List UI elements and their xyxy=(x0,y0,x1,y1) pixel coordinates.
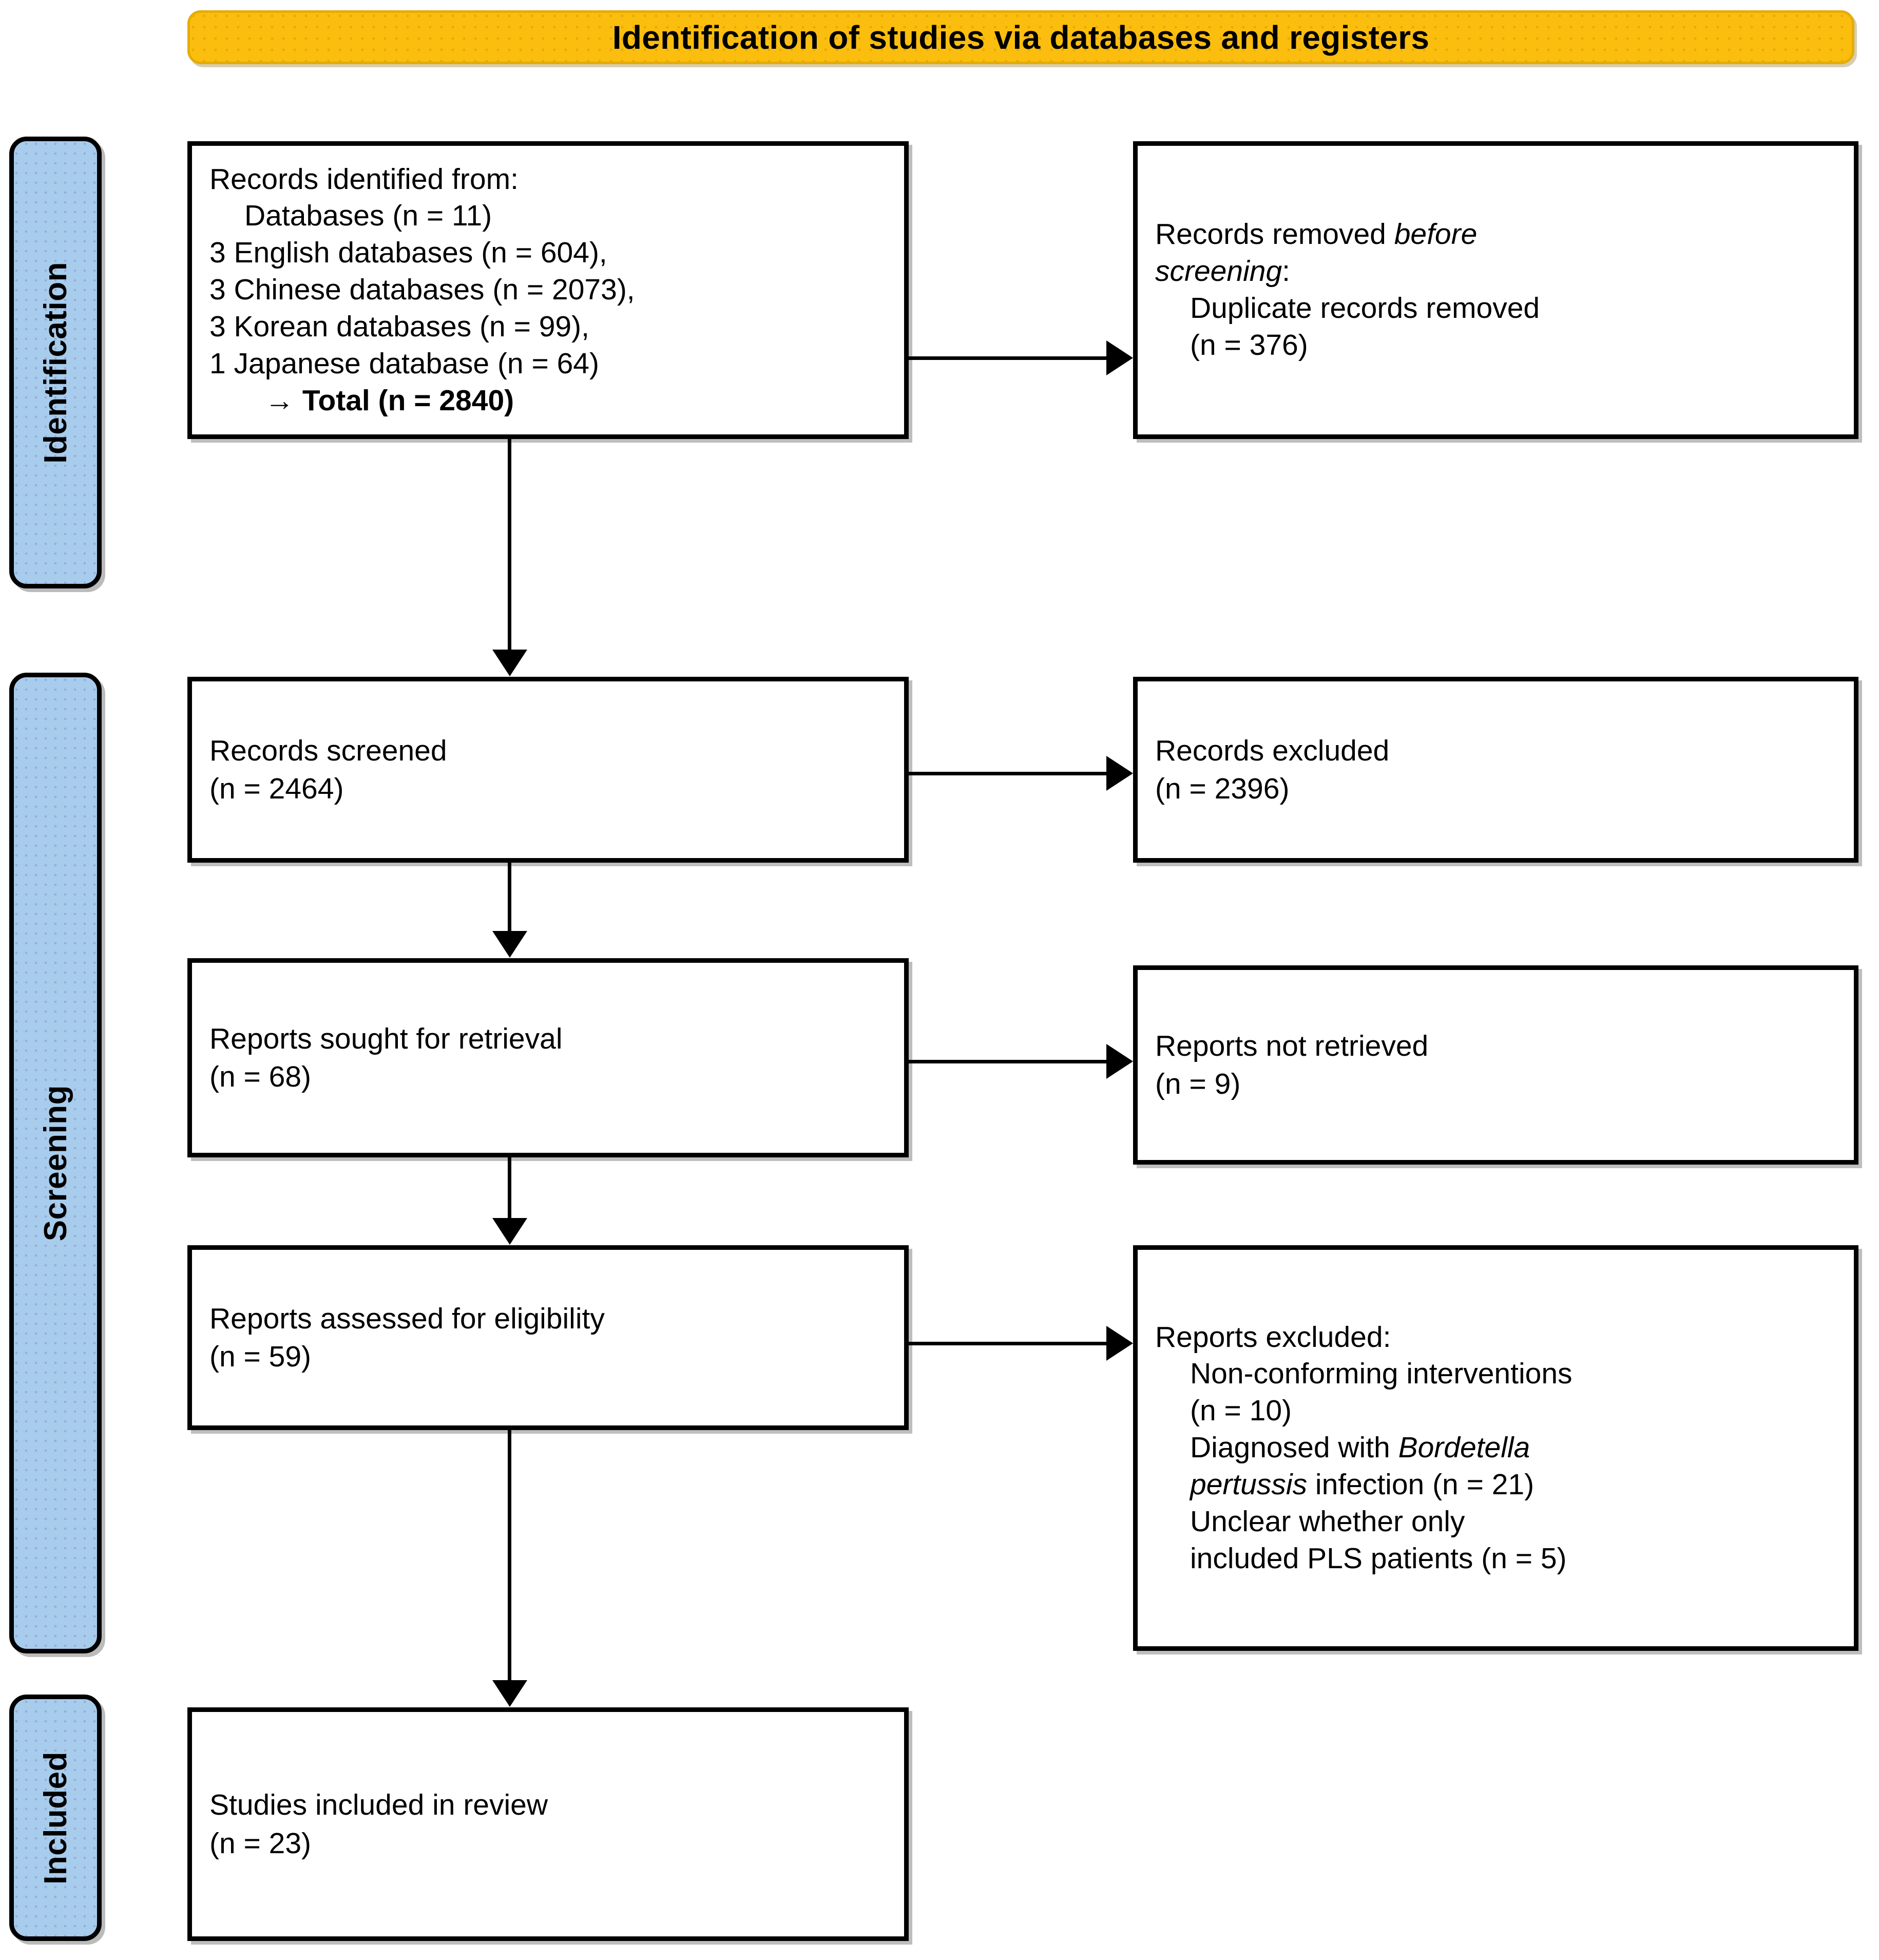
box-line-total: → Total (n = 2840) xyxy=(265,384,514,417)
arrowhead-right-icon xyxy=(1106,1044,1133,1079)
arrow-screened-to-sought xyxy=(508,863,511,931)
box-studies-included: Studies included in review (n = 23) xyxy=(187,1707,909,1941)
box-reports-excluded-detail: Reports excluded: Non-conforming interve… xyxy=(1133,1245,1858,1651)
box-line: Records screened xyxy=(209,734,447,767)
box-line: Reports not retrieved xyxy=(1155,1029,1429,1062)
removed-colon: : xyxy=(1282,255,1290,288)
box-line: 3 English databases (n = 604), xyxy=(209,236,607,270)
box-line: pertussis infection (n = 21) xyxy=(1155,1467,1836,1504)
arrowhead-right-icon xyxy=(1106,756,1133,791)
box-line: (n = 23) xyxy=(209,1826,312,1860)
stage-label-text: Included xyxy=(37,1751,73,1885)
excl-text: Diagnosed with xyxy=(1190,1431,1398,1464)
box-line: screening: xyxy=(1155,253,1836,290)
box-records-excluded: Records excluded (n = 2396) xyxy=(1133,677,1858,863)
arrowhead-down-icon xyxy=(492,931,527,958)
stage-label-text: Identification xyxy=(37,261,73,464)
removed-text: Records removed xyxy=(1155,218,1394,251)
arrow-identified-to-removed xyxy=(909,356,1114,360)
box-line: Reports sought for retrieval xyxy=(209,1022,563,1055)
arrow-sought-to-notretrieved xyxy=(909,1060,1114,1063)
stage-label-screening: Screening xyxy=(9,673,102,1653)
box-line: (n = 10) xyxy=(1190,1394,1292,1428)
box-records-identified: Records identified from: Databases (n = … xyxy=(187,141,909,439)
box-line: Unclear whether only xyxy=(1190,1505,1465,1538)
box-line: Databases (n = 11) xyxy=(244,199,492,233)
excl-species: pertussis xyxy=(1190,1468,1308,1501)
arrowhead-right-icon xyxy=(1106,340,1133,375)
arrow-sought-to-assessed xyxy=(508,1157,511,1218)
box-line: Reports assessed for eligibility xyxy=(209,1302,605,1335)
box-line: (n = 2464) xyxy=(209,772,344,805)
box-line: (n = 68) xyxy=(209,1060,312,1093)
arrowhead-down-icon xyxy=(492,1218,527,1245)
box-line: Duplicate records removed xyxy=(1190,292,1540,325)
excl-species: Bordetella xyxy=(1398,1431,1530,1464)
box-line: (n = 9) xyxy=(1155,1068,1241,1100)
box-line: 3 Korean databases (n = 99), xyxy=(209,310,589,343)
removed-emph: screening xyxy=(1155,255,1282,288)
box-line: 1 Japanese database (n = 64) xyxy=(209,347,599,380)
box-line: Non-conforming interventions xyxy=(1190,1357,1573,1391)
arrowhead-down-icon xyxy=(492,1680,527,1707)
arrow-screened-to-excluded xyxy=(909,772,1114,775)
diagram-title-banner: Identification of studies via databases … xyxy=(187,10,1854,64)
page-title: Identification of studies via databases … xyxy=(612,18,1430,56)
arrowhead-down-icon xyxy=(492,650,527,676)
box-line: Diagnosed with Bordetella xyxy=(1155,1430,1836,1467)
stage-label-included: Included xyxy=(9,1695,102,1941)
removed-emph: before xyxy=(1394,218,1478,251)
box-line: Records removed before xyxy=(1155,216,1836,253)
box-records-removed: Records removed before screening: Duplic… xyxy=(1133,141,1858,439)
box-line: 3 Chinese databases (n = 2073), xyxy=(209,273,635,307)
stage-label-text: Screening xyxy=(37,1084,73,1242)
box-line: Records excluded xyxy=(1155,734,1390,767)
box-line: (n = 2396) xyxy=(1155,772,1290,805)
box-line: Reports excluded: xyxy=(1155,1320,1391,1354)
box-line: Studies included in review xyxy=(209,1788,548,1822)
arrowhead-right-icon xyxy=(1106,1326,1133,1361)
box-line: included PLS patients (n = 5) xyxy=(1190,1542,1567,1575)
stage-label-identification: Identification xyxy=(9,137,102,588)
excl-text: infection (n = 21) xyxy=(1307,1468,1535,1501)
arrow-assessed-to-included xyxy=(508,1430,511,1680)
box-reports-sought: Reports sought for retrieval (n = 68) xyxy=(187,958,909,1157)
arrow-assessed-to-repexcluded xyxy=(909,1342,1114,1345)
box-line: (n = 59) xyxy=(209,1340,312,1373)
box-reports-assessed: Reports assessed for eligibility (n = 59… xyxy=(187,1245,909,1430)
box-records-screened: Records screened (n = 2464) xyxy=(187,677,909,863)
box-reports-not-retrieved: Reports not retrieved (n = 9) xyxy=(1133,965,1858,1165)
arrow-identified-to-screened xyxy=(508,439,511,650)
box-line: (n = 376) xyxy=(1190,328,1308,361)
box-line: Records identified from: xyxy=(209,162,519,196)
